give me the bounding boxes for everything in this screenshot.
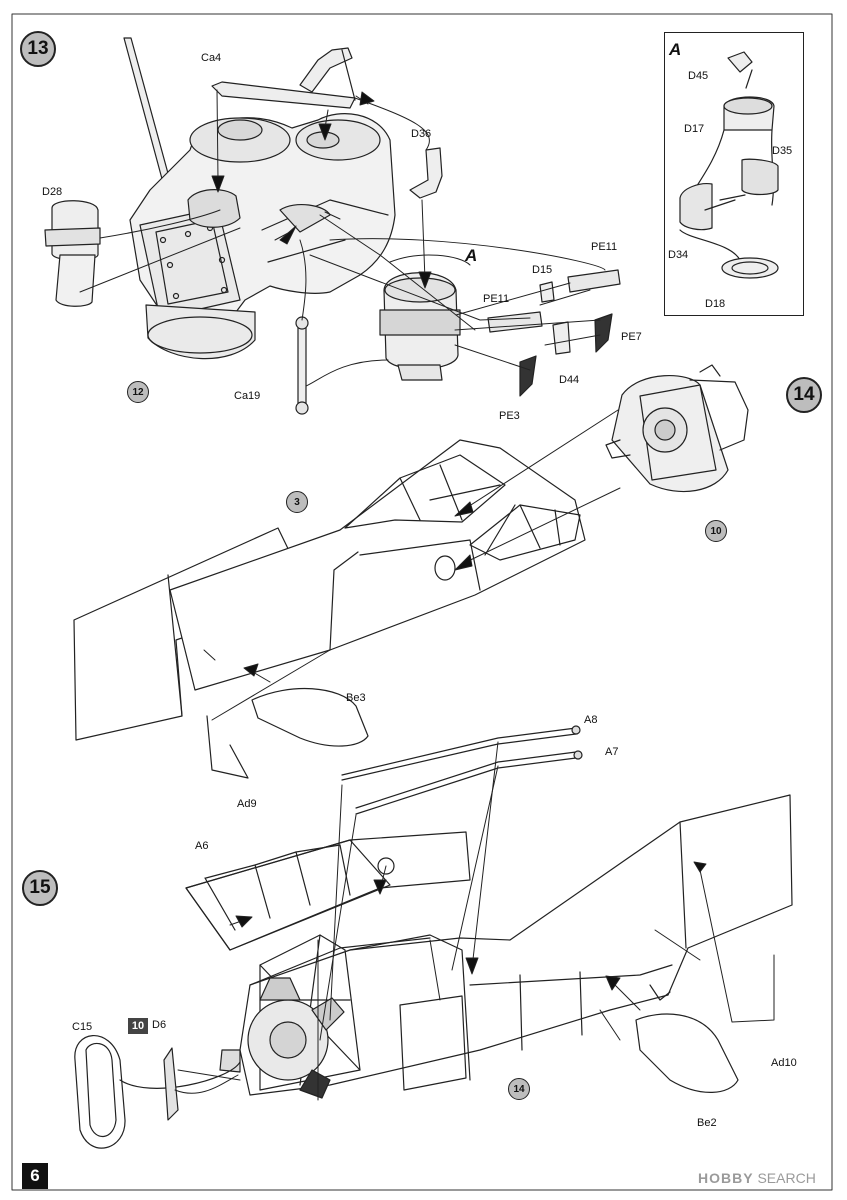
part-ca19-rod [295, 316, 309, 415]
label-d17: D17 [684, 123, 705, 135]
label-ad10: Ad10 [771, 1057, 797, 1069]
label-d15: D15 [532, 264, 553, 276]
label-ca4: Ca4 [201, 52, 222, 64]
ref-step-14-badge: 14 [508, 1078, 530, 1100]
watermark-logo: HOBBY [698, 1170, 754, 1186]
part-ca4-bracket [211, 47, 356, 109]
struts-a7-a8 [341, 725, 583, 815]
step15-leader-lines [174, 741, 775, 1101]
label-pe3: PE3 [499, 410, 520, 422]
rotary-engine [219, 977, 345, 1099]
ref-step-10-square: 10 [128, 1018, 148, 1034]
label-be3: Be3 [346, 692, 366, 704]
part-c15-cowl [74, 1035, 241, 1149]
part-d6-hub [163, 1047, 179, 1121]
label-d35: D35 [772, 145, 793, 157]
part-pe7 [594, 313, 613, 353]
label-a6: A6 [195, 840, 209, 852]
part-pe11-mid [487, 311, 543, 333]
ref-step-3-badge: 3 [286, 491, 308, 513]
part-be2-elevator [635, 1013, 739, 1093]
label-d45: D45 [688, 70, 709, 82]
part-d36 [409, 147, 443, 199]
part-d28 [44, 200, 101, 307]
label-a8: A8 [584, 714, 598, 726]
step-15-badge: 15 [22, 870, 58, 906]
detail-a-inset [664, 32, 804, 316]
fuselage-upper [73, 439, 586, 779]
watermark: HOBBY SEARCH [698, 1170, 816, 1186]
label-pe11-mid: PE11 [483, 293, 510, 305]
label-pe11-top: PE11 [591, 241, 618, 253]
part-d15 [539, 281, 555, 303]
part-d44 [552, 321, 571, 355]
part-pe11-top [567, 269, 621, 293]
label-pe7: PE7 [621, 331, 642, 343]
part-be3-elevator [251, 687, 369, 747]
ref-step-12-badge: 12 [127, 381, 149, 403]
inset-a-letter: A [669, 40, 682, 59]
label-d28: D28 [42, 186, 63, 198]
label-ad9: Ad9 [237, 798, 257, 810]
watermark-text: SEARCH [757, 1170, 816, 1186]
label-d6: D6 [152, 1019, 167, 1031]
inset-a-parts [679, 51, 779, 279]
label-d18: D18 [705, 298, 726, 310]
page-number: 6 [22, 1163, 48, 1189]
engine-assembly [123, 37, 396, 360]
part-pe3 [519, 355, 537, 397]
label-c15: C15 [72, 1021, 93, 1033]
ref-step-10-badge: 10 [705, 520, 727, 542]
label-d36: D36 [411, 128, 432, 140]
label-be2: Be2 [697, 1117, 717, 1129]
part-a-housing [379, 272, 461, 381]
step14-leader-lines [203, 409, 621, 721]
engine-with-cowl [605, 364, 749, 493]
step-14-badge: 14 [786, 377, 822, 413]
label-d44: D44 [559, 374, 580, 386]
step-13-badge: 13 [20, 31, 56, 67]
fuselage-lower [239, 794, 793, 1096]
step13-leader-lines [79, 89, 606, 387]
part-a6-frame [185, 831, 471, 951]
detail-a-letter: A [465, 246, 478, 265]
label-d34: D34 [668, 249, 689, 261]
label-ca19: Ca19 [234, 390, 261, 402]
label-a7: A7 [605, 746, 619, 758]
page-frame [11, 13, 833, 1191]
